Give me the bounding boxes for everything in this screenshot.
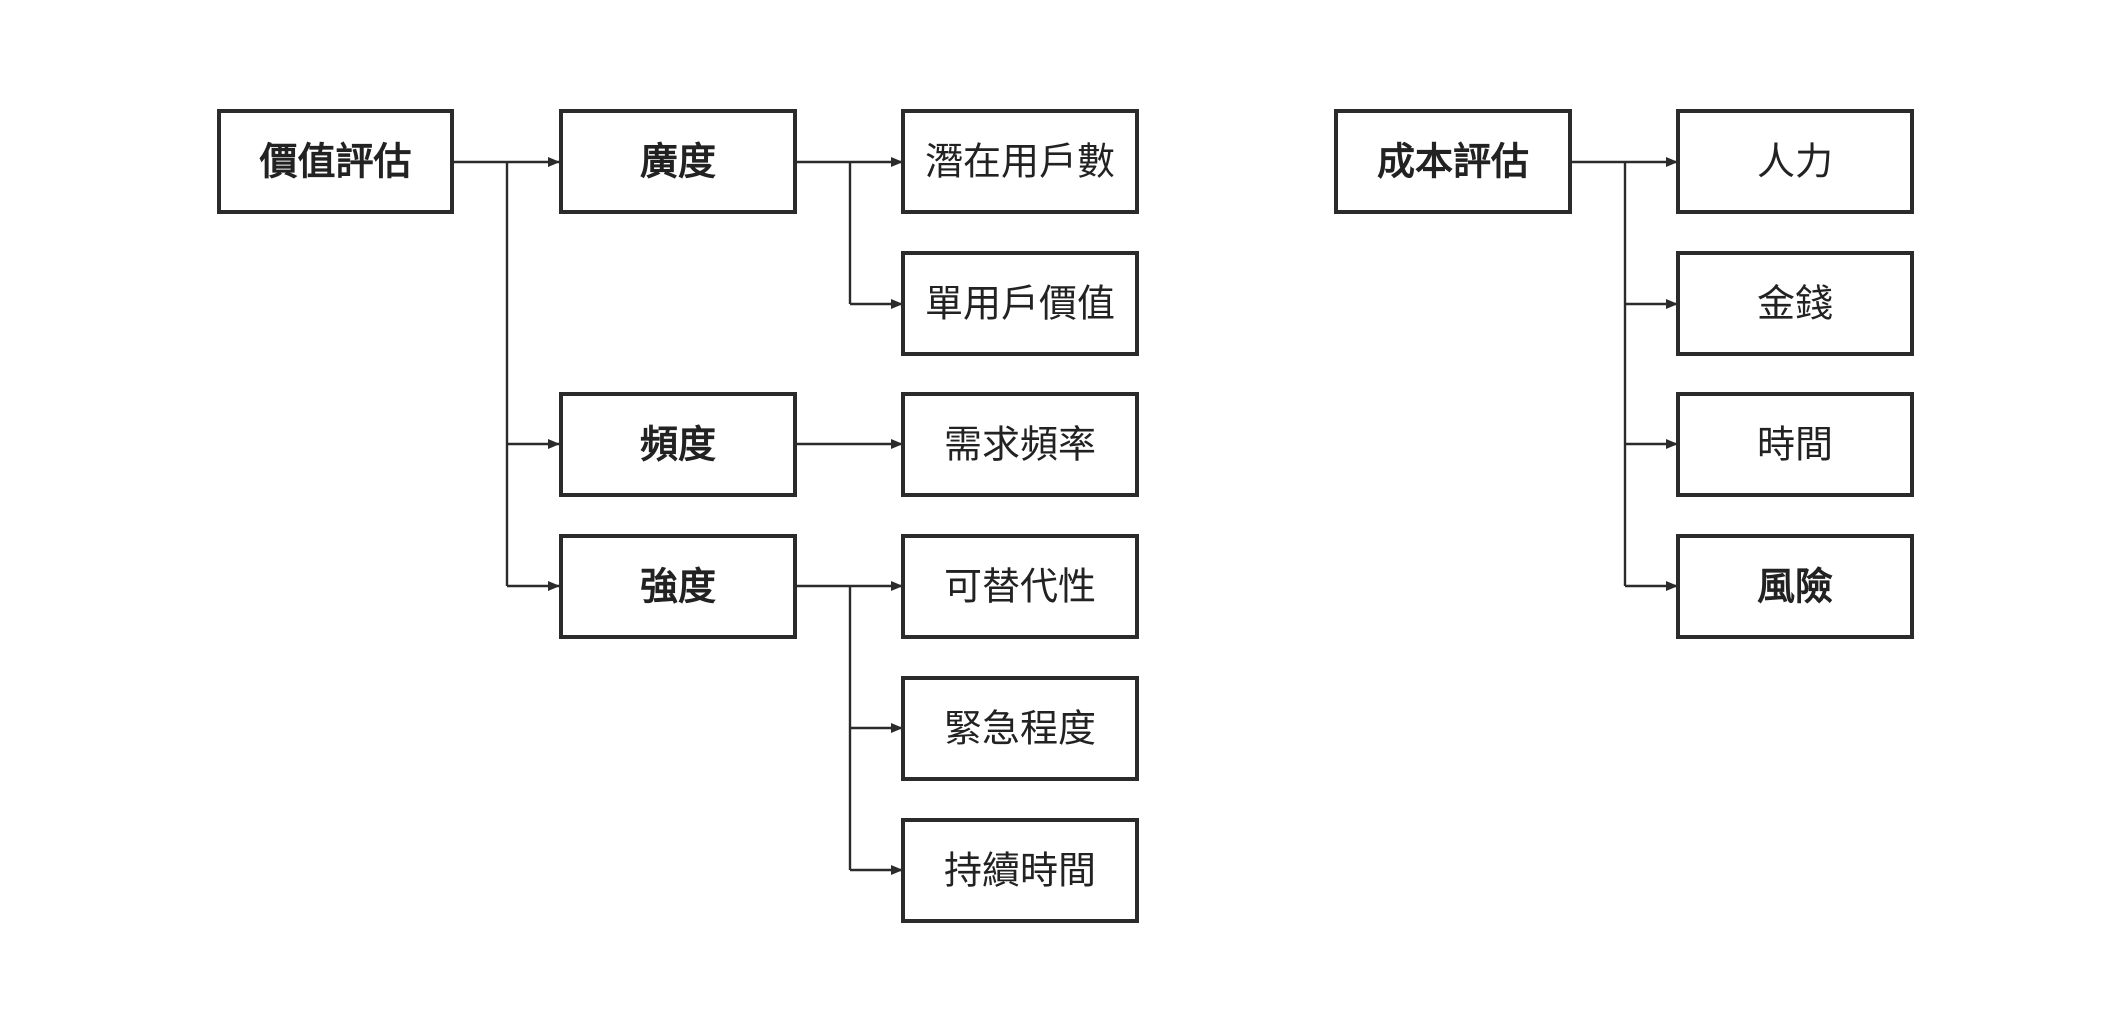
node-breadth: 廣度	[559, 109, 797, 214]
node-label: 風險	[1757, 565, 1833, 609]
node-box	[1676, 392, 1914, 497]
node-box	[559, 392, 797, 497]
node-money: 金錢	[1676, 251, 1914, 356]
node-frequency: 頻度	[559, 392, 797, 497]
node-substitutability: 可替代性	[901, 534, 1139, 639]
node-duration: 持續時間	[901, 818, 1139, 923]
node-value-root: 價值評估	[217, 109, 454, 214]
node-manpower: 人力	[1676, 109, 1914, 214]
node-label: 頻度	[640, 423, 716, 467]
node-label: 持續時間	[944, 849, 1096, 893]
node-label: 時間	[1757, 423, 1833, 467]
node-box	[559, 109, 797, 214]
node-box	[1676, 251, 1914, 356]
node-demand-frequency: 需求頻率	[901, 392, 1139, 497]
node-box	[901, 534, 1139, 639]
node-label: 人力	[1757, 140, 1833, 184]
node-box	[901, 818, 1139, 923]
node-box	[559, 534, 797, 639]
node-box	[901, 251, 1139, 356]
node-box	[1334, 109, 1572, 214]
node-label: 需求頻率	[944, 423, 1096, 467]
node-label: 成本評估	[1377, 140, 1529, 184]
node-single-user-value: 單用戶價值	[901, 251, 1139, 356]
node-label: 金錢	[1757, 282, 1833, 326]
node-label: 可替代性	[944, 565, 1096, 609]
node-box	[217, 109, 454, 214]
node-label: 價值評估	[258, 140, 411, 184]
node-box	[1676, 534, 1914, 639]
node-label: 強度	[640, 565, 716, 609]
node-urgency: 緊急程度	[901, 676, 1139, 781]
node-time: 時間	[1676, 392, 1914, 497]
node-box	[901, 676, 1139, 781]
node-box	[901, 109, 1139, 214]
node-potential-users: 潛在用戶數	[901, 109, 1139, 214]
node-intensity: 強度	[559, 534, 797, 639]
node-label: 緊急程度	[944, 707, 1096, 751]
value-tree-connectors	[452, 157, 903, 875]
node-box	[901, 392, 1139, 497]
node-label: 潛在用戶數	[925, 140, 1115, 184]
node-label: 廣度	[640, 140, 716, 184]
node-cost-root: 成本評估	[1334, 109, 1572, 214]
node-label: 單用戶價值	[925, 282, 1115, 326]
cost-tree-connectors	[1570, 157, 1678, 591]
node-risk: 風險	[1676, 534, 1914, 639]
node-box	[1676, 109, 1914, 214]
